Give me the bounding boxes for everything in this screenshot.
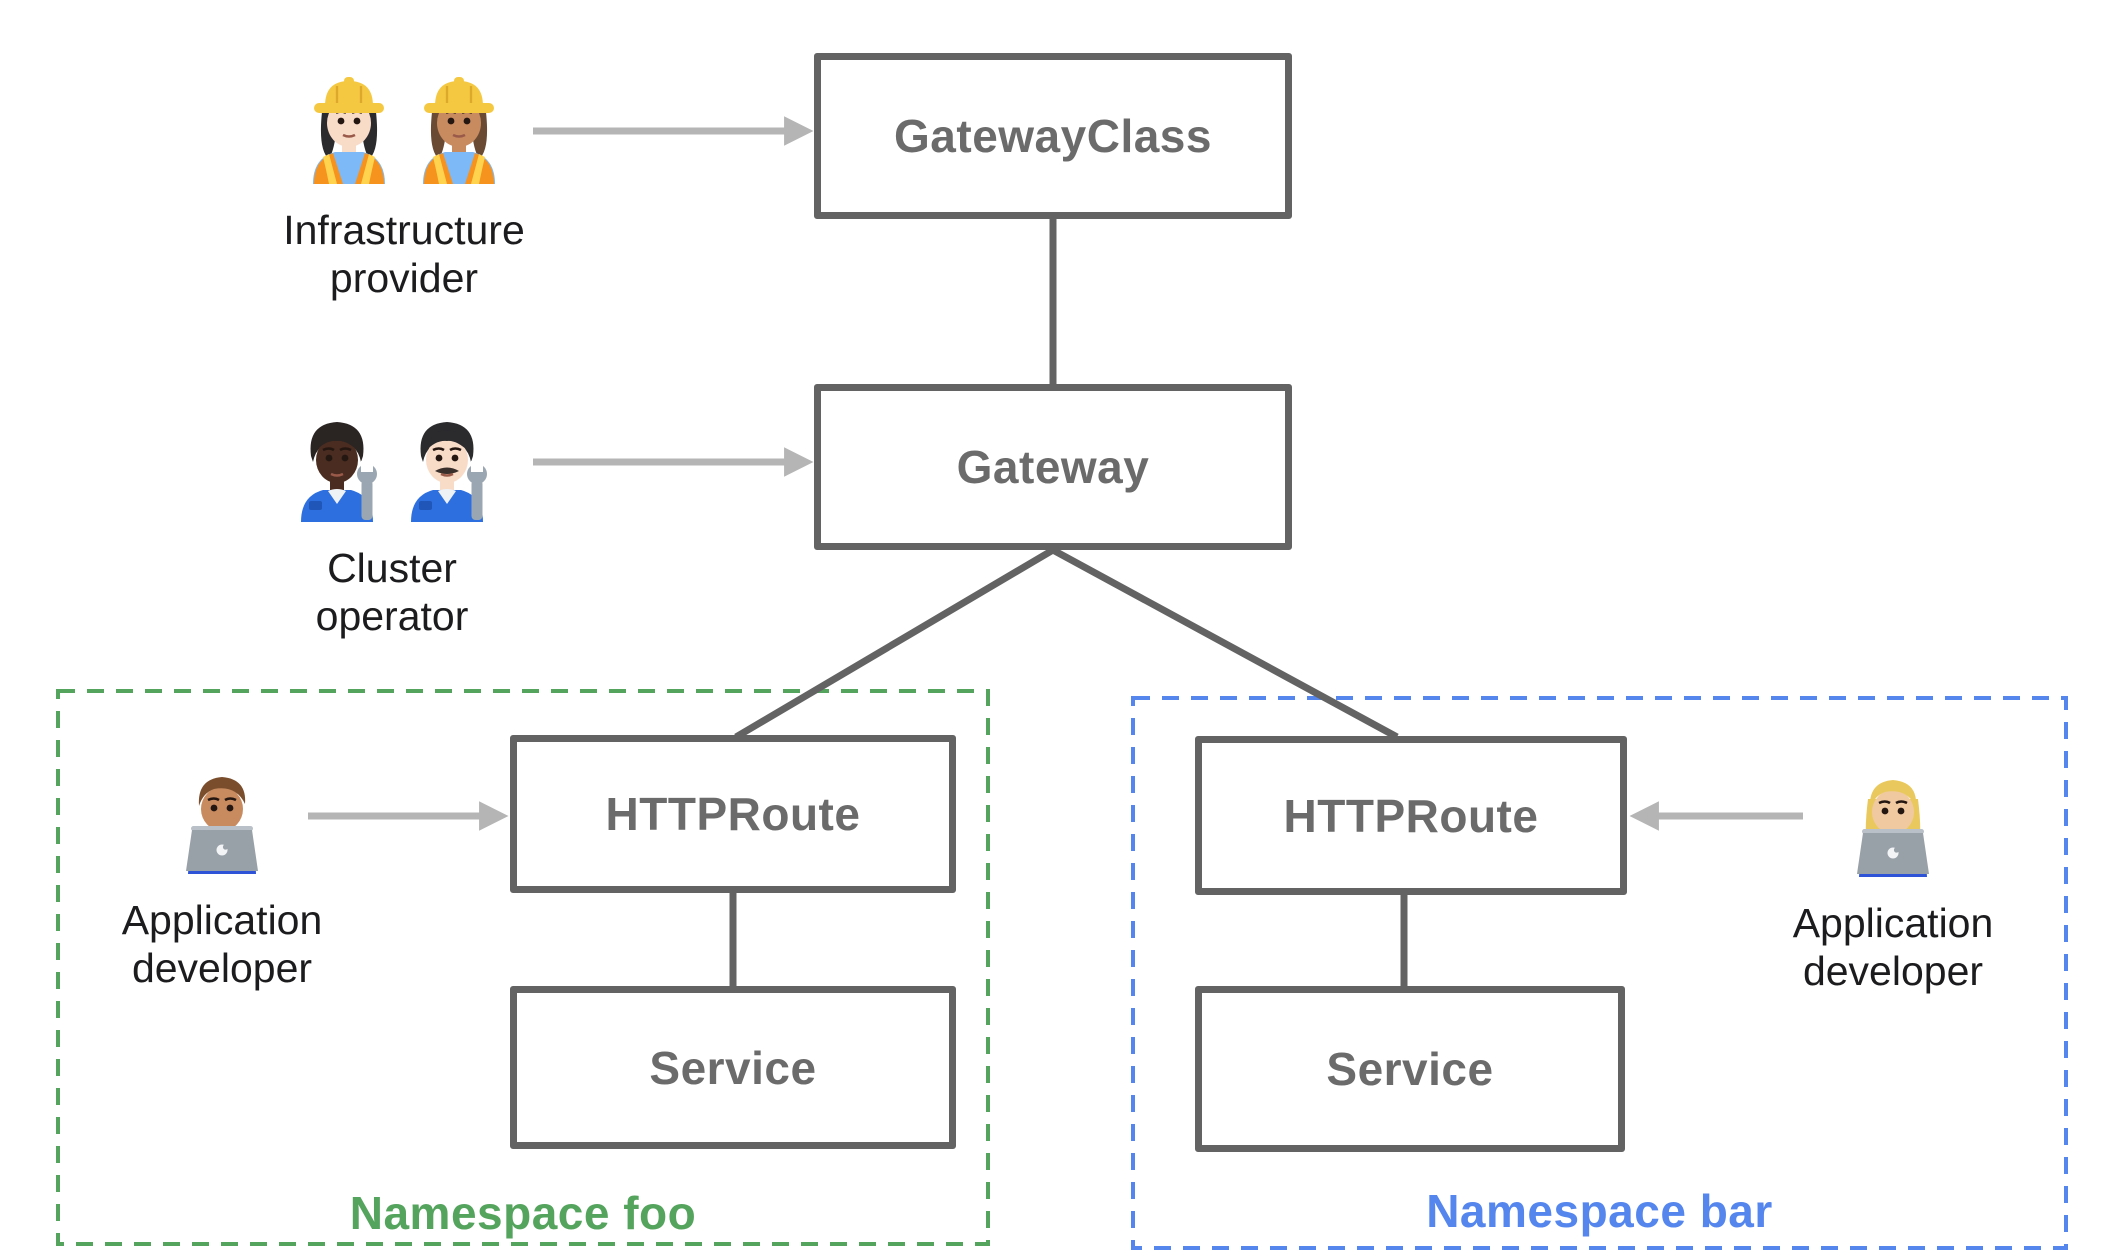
app-developer-foo-label: Application developer bbox=[121, 897, 323, 991]
namespace-foo-label: Namespace foo bbox=[349, 1187, 697, 1239]
node-httproute-bar-label: HTTPRoute bbox=[1283, 789, 1539, 842]
node-service-foo: Service bbox=[510, 986, 956, 1149]
woman-technologist-icon bbox=[1843, 755, 1943, 877]
node-service-bar-label: Service bbox=[1326, 1043, 1494, 1095]
woman-construction-worker-medium-icon bbox=[409, 62, 509, 184]
cluster-operator-icons bbox=[287, 400, 497, 522]
node-httproute-foo: HTTPRoute bbox=[510, 735, 956, 893]
app-developer-bar-label: Application developer bbox=[1792, 900, 1994, 994]
woman-construction-worker-light-icon bbox=[299, 62, 399, 184]
infrastructure-provider-label: Infrastructure provider bbox=[283, 207, 525, 301]
node-service-foo-label: Service bbox=[649, 1041, 817, 1094]
man-mechanic-light-icon bbox=[397, 400, 497, 522]
namespace-foo-border bbox=[56, 689, 990, 1246]
node-gateway: Gateway bbox=[814, 384, 1292, 550]
app-developer-foo-icons bbox=[172, 752, 272, 874]
persona-cluster-operator: Cluster operator bbox=[192, 400, 592, 640]
connector-gateway-httproutes-fork bbox=[734, 545, 1399, 741]
mechanic-dark-icon bbox=[287, 400, 387, 522]
cluster-operator-label: Cluster operator bbox=[315, 545, 469, 639]
namespace-bar-label: Namespace bar bbox=[1426, 1185, 1773, 1237]
persona-app-developer-foo: Application developer bbox=[72, 752, 372, 992]
node-service-bar: Service bbox=[1195, 986, 1625, 1152]
node-gatewayclass-label: GatewayClass bbox=[894, 110, 1212, 162]
node-httproute-bar: HTTPRoute bbox=[1195, 736, 1627, 895]
persona-app-developer-bar: Application developer bbox=[1743, 755, 2043, 995]
infrastructure-provider-icons bbox=[299, 62, 509, 184]
node-httproute-foo-label: HTTPRoute bbox=[605, 788, 861, 840]
app-developer-bar-icons bbox=[1843, 755, 1943, 877]
man-technologist-icon bbox=[172, 752, 272, 874]
namespace-bar-border bbox=[1131, 696, 2068, 1250]
node-gateway-label: Gateway bbox=[956, 441, 1150, 493]
persona-infrastructure-provider: Infrastructure provider bbox=[204, 62, 604, 302]
node-gatewayclass: GatewayClass bbox=[814, 53, 1292, 219]
